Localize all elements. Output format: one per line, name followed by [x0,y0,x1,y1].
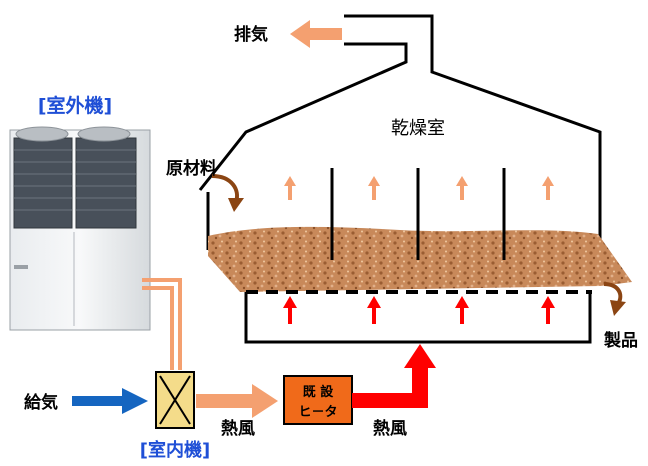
outdoor-unit-image [9,126,151,331]
hot-air-arrow-1 [196,384,278,418]
raw-material-label: 原材料 [166,158,217,179]
indoor-unit-box [155,371,195,429]
drying-room-label: 乾燥室 [391,118,445,139]
indoor-unit-label: [室内機] [140,439,210,461]
refrigerant-pipe [142,278,182,370]
hot-air-label-2: 熱風 [373,418,407,439]
product-arrow [603,282,626,316]
heater-label-line1: 既 設 [303,384,335,400]
baffles [330,168,506,260]
raw-material-arrow [211,174,244,212]
hot-air-up-arrows [283,296,555,324]
hot-air-arrow-2 [352,344,436,408]
supply-air-arrow [72,388,148,414]
supply-air-label: 給気 [24,392,58,413]
hot-air-label-1: 熱風 [221,418,255,439]
drying-room [198,14,602,344]
heater-label-line2: ヒ－タ [298,405,337,420]
product-label: 製品 [603,330,638,351]
exhaust-arrow [290,20,342,48]
exhaust-label: 排気 [234,24,268,45]
material-bed [208,226,632,292]
rising-air-arrows [284,176,554,200]
outdoor-unit-label: [室外機] [38,94,112,117]
existing-heater-box [283,375,353,425]
